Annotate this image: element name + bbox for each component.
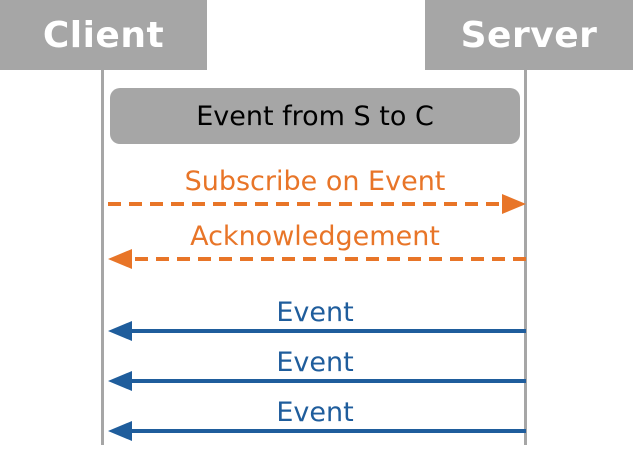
message-arrow-4	[108, 371, 526, 391]
message-arrow-head-1	[502, 194, 526, 214]
server-lane-header: Server	[425, 0, 633, 70]
message-arrow-3	[108, 321, 526, 341]
message-arrow-head-4	[108, 371, 132, 391]
event-message-label-3: Event	[276, 397, 354, 428]
acknowledgement-message-label: Acknowledgement	[190, 221, 440, 252]
subscribe-message-label: Subscribe on Event	[184, 166, 446, 197]
message-arrow-head-3	[108, 321, 132, 341]
message-arrow-5	[108, 421, 526, 441]
message-arrow-1	[108, 194, 526, 214]
message-arrow-head-2	[108, 249, 132, 269]
event-note-box: Event from S to C	[110, 88, 520, 144]
message-arrow-2	[108, 249, 526, 269]
message-arrow-head-5	[108, 421, 132, 441]
event-message-label-2: Event	[276, 347, 354, 378]
client-lifeline	[101, 70, 104, 445]
event-message-label-1: Event	[276, 297, 354, 328]
client-lane-header: Client	[0, 0, 207, 70]
